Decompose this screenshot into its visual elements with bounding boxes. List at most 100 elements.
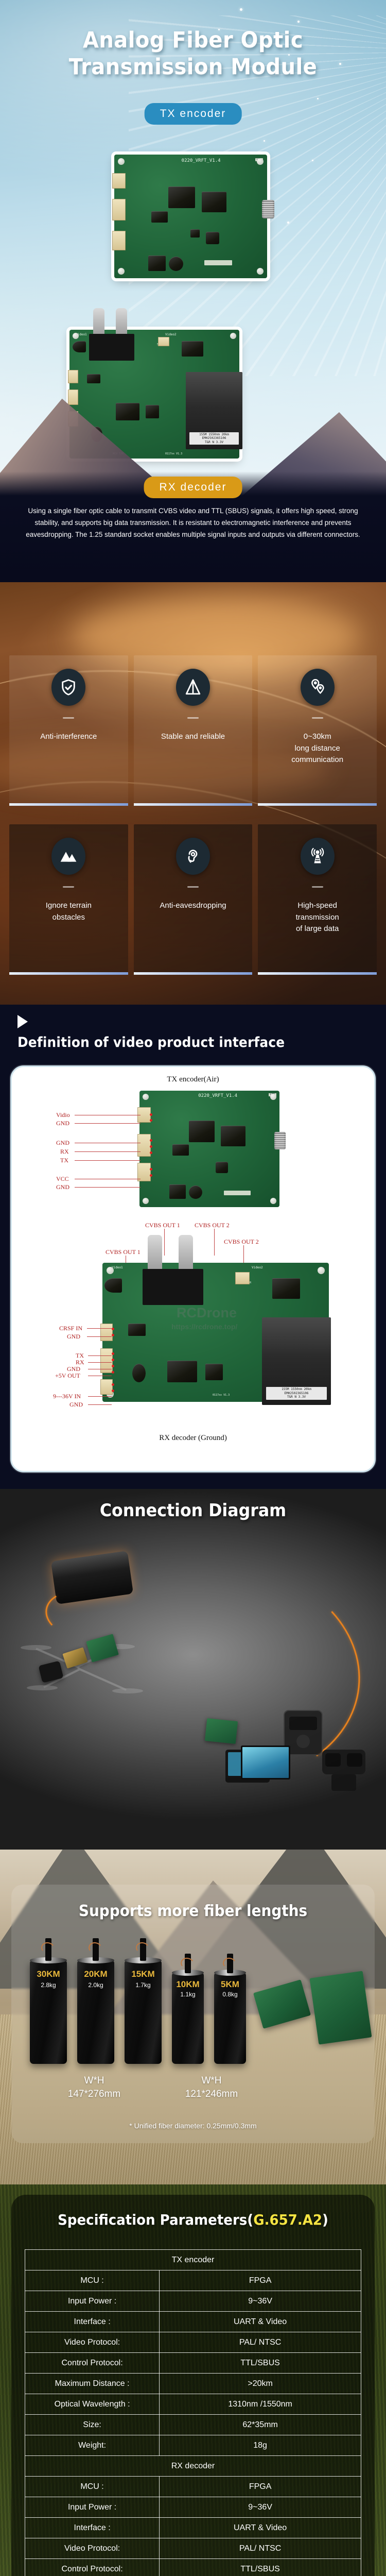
- interface-diagram-card: TX encoder(Air) 0220_VRFT_V1.4 LED: [10, 1065, 376, 1472]
- feature-row-1: Anti-interference Stable and reliable 0~…: [9, 655, 377, 806]
- pin-label-rx-gnd-1: GND: [67, 1333, 80, 1340]
- feature-card-stable-reliable: Stable and reliable: [133, 655, 253, 806]
- spec-value: >20km: [159, 2373, 361, 2394]
- fiber-lengths-card: Supports more fiber lengths 30KM 2.8kg 2…: [11, 1885, 375, 2143]
- divider-dash: [311, 717, 323, 719]
- spool-weight: 1.7kg: [135, 1981, 151, 1989]
- pin-label-cvbs-out-2-right: CVBS OUT 2: [224, 1238, 259, 1245]
- spec-key: Input Power :: [24, 2291, 160, 2312]
- rx-board-photo: [309, 1971, 372, 2045]
- light-dot: [339, 63, 341, 65]
- tx-board-photo: [253, 1979, 311, 2029]
- spool-distance: 10KM: [176, 1979, 200, 1989]
- shield-check-icon: [51, 669, 86, 706]
- pin-label-rx: RX: [60, 1148, 69, 1155]
- pin-label-crsf-in: CRSF IN: [59, 1325, 83, 1332]
- spec-row: Video Protocol:PAL/ NTSC: [24, 2332, 361, 2353]
- divider-dash: [311, 886, 323, 888]
- specifications-panel: Specification Parameters(G.657.A2) TX en…: [11, 2195, 375, 2576]
- spool-10km: 10KM 1.1kg: [172, 1954, 204, 2064]
- sfp-label: 155M 1550nm 20km EMH2502365106 T&R N 3.3…: [189, 432, 239, 445]
- pin-label-gnd-2: GND: [56, 1139, 69, 1146]
- page-title: Analog Fiber Optic Transmission Module: [13, 27, 373, 81]
- spool-30km: 30KM 2.8kg: [30, 1938, 67, 2064]
- dimensions-small: W*H 121*246mm: [185, 2075, 238, 2099]
- spec-key: MCU :: [24, 2270, 160, 2291]
- spec-key: Control Protocol:: [24, 2558, 160, 2576]
- spec-value: 9~36V: [159, 2497, 361, 2518]
- light-dot: [317, 98, 319, 99]
- spec-key: Control Protocol:: [24, 2352, 160, 2374]
- features-section: Anti-interference Stable and reliable 0~…: [0, 582, 386, 1005]
- fiber-lengths-title: Supports more fiber lengths: [78, 1902, 308, 1920]
- pin-label-cvbs-out-1-left: CVBS OUT 1: [106, 1248, 141, 1256]
- pin-label-rx-gnd-2: GND: [67, 1365, 80, 1372]
- rx-board-silk-rev: 0117xx V1.3: [165, 452, 183, 455]
- spec-key: Weight:: [24, 2435, 160, 2456]
- spec-value: PAL/ NTSC: [159, 2538, 361, 2559]
- spec-row: Optical Wavelength :1310nm /1550nm: [24, 2394, 361, 2415]
- spec-row: Weight:18g: [24, 2435, 361, 2456]
- spool-distance: 30KM: [37, 1969, 60, 1979]
- light-dot: [240, 8, 242, 11]
- ear-icon: [176, 838, 210, 875]
- spec-value: 1310nm /1550nm: [159, 2394, 361, 2415]
- spec-row: Interface :UART & Video: [24, 2517, 361, 2538]
- spool-weight: 0.8kg: [222, 1991, 238, 1998]
- rx-board-silk-video2: Video2: [165, 333, 177, 336]
- sfp-label-text: 155M 1550nm 20km: [282, 1387, 311, 1392]
- spool-distance: 15KM: [131, 1969, 155, 1979]
- tx-board-silkscreen: 0220_VRFT_V1.4: [181, 158, 221, 163]
- feature-label: 0~30km long distance communication: [291, 732, 344, 764]
- map-pins-icon: [300, 669, 335, 706]
- spec-key: Maximum Distance :: [24, 2373, 160, 2394]
- connection-diagram-section: Connection Diagram: [0, 1489, 386, 1850]
- watermark-url: https://rcdrone.top/: [171, 1323, 238, 1331]
- spool-20km: 20KM 2.0kg: [77, 1938, 114, 2064]
- spec-key: Interface :: [24, 2517, 160, 2538]
- light-dot: [297, 21, 300, 23]
- pin-label-tx: TX: [60, 1157, 68, 1164]
- fiber-diameter-footnote: * Unified fiber diameter: 0.25mm/0.3mm: [129, 2122, 257, 2130]
- specifications-section: Specification Parameters(G.657.A2) TX en…: [0, 2184, 386, 2576]
- feature-card-anti-eavesdropping: Anti-eavesdropping: [133, 824, 253, 975]
- light-dot: [288, 54, 290, 56]
- spool-weight: 1.1kg: [180, 1991, 196, 1998]
- spec-row: Control Protocol:TTL/SBUS: [24, 2352, 361, 2374]
- spool-distance: 20KM: [84, 1969, 108, 1979]
- spec-key: Input Power :: [24, 2497, 160, 2518]
- spec-row: Video Protocol:PAL/ NTSC: [24, 2538, 361, 2559]
- light-dot: [264, 140, 265, 142]
- pin-label-gnd: GND: [56, 1120, 69, 1127]
- tx-encoder-badge: TX encoder: [144, 103, 242, 125]
- feature-card-ignore-terrain: Ignore terrain obstacles: [9, 824, 128, 975]
- connection-diagram-title: Connection Diagram: [99, 1500, 287, 1521]
- spool-distance: 5KM: [221, 1979, 239, 1989]
- broadcast-tower-icon: [300, 838, 335, 875]
- feature-label: Anti-interference: [40, 732, 97, 741]
- spec-key: Video Protocol:: [24, 2538, 160, 2559]
- tx-diagram-silk: 0220_VRFT_V1.4: [198, 1093, 238, 1098]
- sfp-spec-text: T&R N 3.3V: [287, 1395, 306, 1399]
- spec-key: Size:: [24, 2414, 160, 2435]
- hero-title-line2: Transmission Module: [68, 54, 318, 80]
- divider-dash: [187, 886, 199, 888]
- spec-value: FPGA: [159, 2476, 361, 2497]
- spec-value: 62*35mm: [159, 2414, 361, 2435]
- spec-key: Video Protocol:: [24, 2332, 160, 2353]
- divider-dash: [187, 717, 199, 719]
- spec-row: MCU :FPGA: [24, 2270, 361, 2291]
- spec-section-label: TX encoder: [25, 2249, 361, 2270]
- rx-diagram-board: Video1 Video2 MCU T/R 155M 1550nm 20km: [100, 1235, 331, 1405]
- rx-board-thumbnail: [204, 1718, 238, 1744]
- spool-5km: 5KM 0.8kg: [214, 1954, 246, 2064]
- pin-label-gnd-3: GND: [56, 1183, 69, 1191]
- feature-card-long-distance: 0~30km long distance communication: [258, 655, 377, 806]
- sfp-serial-text: EMH2502365106: [284, 1391, 309, 1395]
- play-triangle-icon: [17, 1015, 28, 1028]
- spec-value: TTL/SBUS: [159, 2352, 361, 2374]
- feature-card-high-speed: High-speed transmission of large data: [258, 824, 377, 975]
- hero-section: Analog Fiber Optic Transmission Module T…: [0, 0, 386, 582]
- feature-label: Ignore terrain obstacles: [45, 901, 92, 922]
